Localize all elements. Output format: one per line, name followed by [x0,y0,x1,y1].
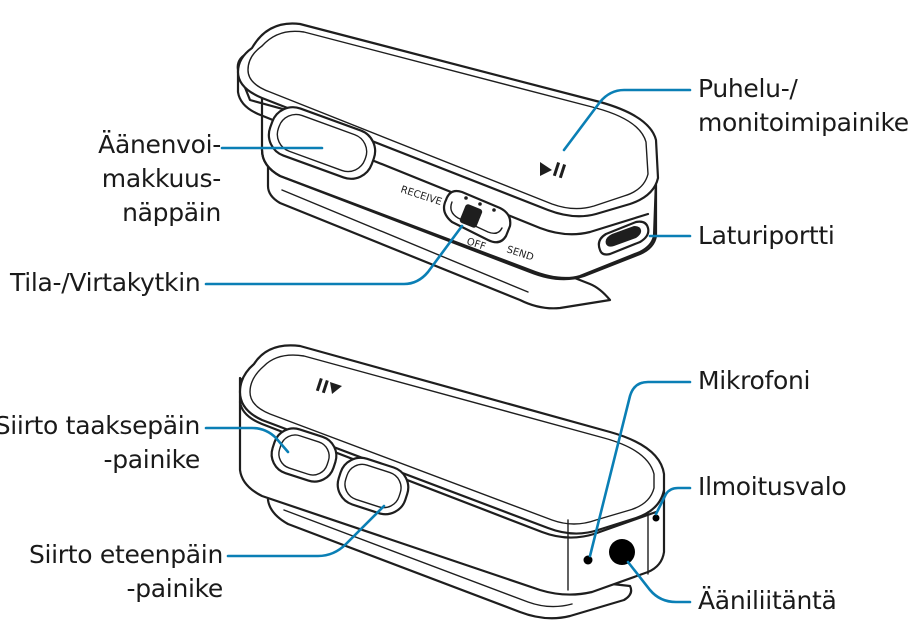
microphone-hole [583,555,593,565]
label-mode-switch: Tila-/Virtakytkin [10,268,201,297]
label-microphone: Mikrofoni [698,366,811,395]
top-play-pause-icon [540,162,567,179]
label-call-button: Puhelu-/ monitoimipainike [698,72,909,140]
bottom-device [238,344,666,620]
label-prev-button: Siirto taaksepäin -painike [0,409,200,477]
label-next-line2: -painike [126,574,223,603]
label-volume-line2: makkuus- [101,164,222,193]
leader-indicator [654,486,692,516]
label-call-line1: Puhelu-/ [698,74,798,103]
label-charger-port: Laturiportti [698,221,835,250]
top-device [236,22,660,310]
label-volume: Äänenvoi- makkuus- näppäin [98,128,221,230]
label-audio-jack: Ääniliitäntä [698,586,837,615]
label-indicator: Ilmoitusvalo [698,472,847,501]
label-next-line1: Siirto eteenpäin [28,540,223,569]
indicator-light [652,514,660,522]
leader-prev [204,426,290,454]
top-body-face [236,22,660,218]
label-call-line2: monitoimipainike [698,108,909,137]
bottom-body-face [238,344,666,535]
leader-mode-switch [204,224,464,286]
label-prev-line2: -painike [103,445,200,474]
next-button[interactable] [332,452,413,519]
bottom-play-pause-icon [315,377,342,394]
label-volume-line3: näppäin [122,198,221,227]
leader-next [226,504,386,558]
leader-audio-jack [626,560,692,604]
leader-call-button [562,88,692,152]
volume-rocker[interactable] [263,101,382,185]
label-prev-line1: Siirto taaksepäin [0,411,200,440]
audio-jack [609,539,635,565]
leader-microphone [588,380,692,558]
label-next-button: Siirto eteenpäin -painike [29,538,223,606]
mode-switch[interactable] [442,189,512,244]
label-volume-line1: Äänenvoi- [98,130,221,159]
